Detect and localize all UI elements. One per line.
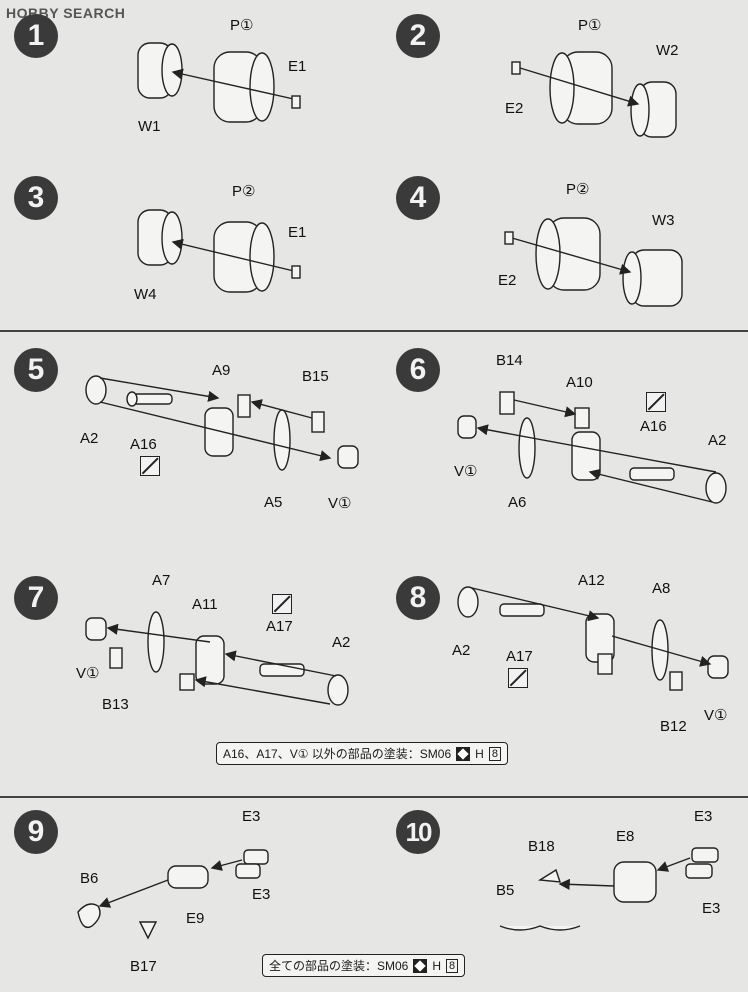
- label-e3: E3: [694, 808, 713, 825]
- step-1-badge: 1: [14, 14, 58, 58]
- label-a16: A16: [130, 436, 157, 453]
- paint-note-number: 8: [488, 746, 501, 761]
- label-a5: A5: [264, 494, 283, 511]
- step10-parts: [499, 847, 719, 931]
- label-v1: V①: [76, 665, 100, 682]
- label-b17: B17: [130, 958, 157, 975]
- label-w3: W3: [652, 212, 675, 229]
- label-b13: B13: [102, 696, 129, 713]
- no-paint-icon: [272, 594, 292, 614]
- label-e1: E1: [288, 58, 307, 75]
- label-a2: A2: [80, 430, 99, 447]
- label-e3: E3: [242, 808, 261, 825]
- label-e2: E2: [498, 272, 517, 289]
- label-a16: A16: [640, 418, 667, 435]
- label-b12: B12: [660, 718, 687, 735]
- label-e8: E8: [616, 828, 635, 845]
- label-v1: V①: [454, 463, 478, 480]
- label-a2: A2: [708, 432, 727, 449]
- step1-parts: [137, 42, 301, 123]
- label-a2: A2: [452, 642, 471, 659]
- label-v1: V①: [704, 707, 728, 724]
- paint-chip-icon: [413, 958, 428, 973]
- step-3-badge: 3: [14, 176, 58, 220]
- paint-note-text: A16、A17、V① 以外の部品の塗装：SM06: [223, 747, 452, 761]
- paint-note-code: H: [432, 958, 442, 973]
- step3-parts: [137, 209, 301, 293]
- label-e9: E9: [186, 910, 205, 927]
- paint-note-text: 全ての部品の塗装：SM06: [269, 959, 409, 973]
- panel-arms: [0, 330, 748, 790]
- label-e3: E3: [252, 886, 271, 903]
- label-e3: E3: [702, 900, 721, 917]
- label-w4: W4: [134, 286, 157, 303]
- label-b5: B5: [496, 882, 515, 899]
- label-w2: W2: [656, 42, 679, 59]
- step-5-badge: 5: [14, 348, 58, 392]
- step-6-badge: 6: [396, 348, 440, 392]
- paint-chip-icon: [456, 746, 471, 761]
- step6-parts: [457, 391, 727, 504]
- step-9-badge: 9: [14, 810, 58, 854]
- step7-parts: [85, 611, 349, 706]
- label-w1: W1: [138, 118, 161, 135]
- label-a12: A12: [578, 572, 605, 589]
- paint-note-code: H: [475, 746, 484, 761]
- label-a17: A17: [506, 648, 533, 665]
- label-b14: B14: [496, 352, 523, 369]
- no-paint-icon: [508, 668, 528, 688]
- step8-parts: [457, 586, 729, 691]
- paint-note-number: 8: [446, 958, 459, 973]
- step5-parts: [85, 375, 359, 471]
- step-2-badge: 2: [396, 14, 440, 58]
- label-a10: A10: [566, 374, 593, 391]
- label-a11: A11: [192, 596, 218, 613]
- panel-legs: [0, 796, 748, 992]
- label-b18: B18: [528, 838, 555, 855]
- label-a2: A2: [332, 634, 351, 651]
- label-v1: V①: [328, 495, 352, 512]
- label-a6: A6: [508, 494, 527, 511]
- label-a17: A17: [266, 618, 293, 635]
- step-8-badge: 8: [396, 576, 440, 620]
- label-a8: A8: [652, 580, 671, 597]
- no-paint-icon: [646, 392, 666, 412]
- label-e1: E1: [288, 224, 307, 241]
- step9-parts: [77, 849, 269, 940]
- step-4-badge: 4: [396, 176, 440, 220]
- label-a9: A9: [212, 362, 231, 379]
- no-paint-icon: [140, 456, 160, 476]
- step-10-badge: 10: [396, 810, 440, 854]
- step-7-badge: 7: [14, 576, 58, 620]
- label-a7: A7: [152, 572, 171, 589]
- step4-parts: [504, 217, 683, 307]
- label-b15: B15: [302, 368, 329, 385]
- step2-parts: [511, 51, 677, 138]
- label-b6: B6: [80, 870, 99, 887]
- label-p: P①: [230, 17, 254, 34]
- label-p: P①: [578, 17, 602, 34]
- label-e2: E2: [505, 100, 524, 117]
- label-p: P②: [232, 183, 256, 200]
- label-p: P②: [566, 181, 590, 198]
